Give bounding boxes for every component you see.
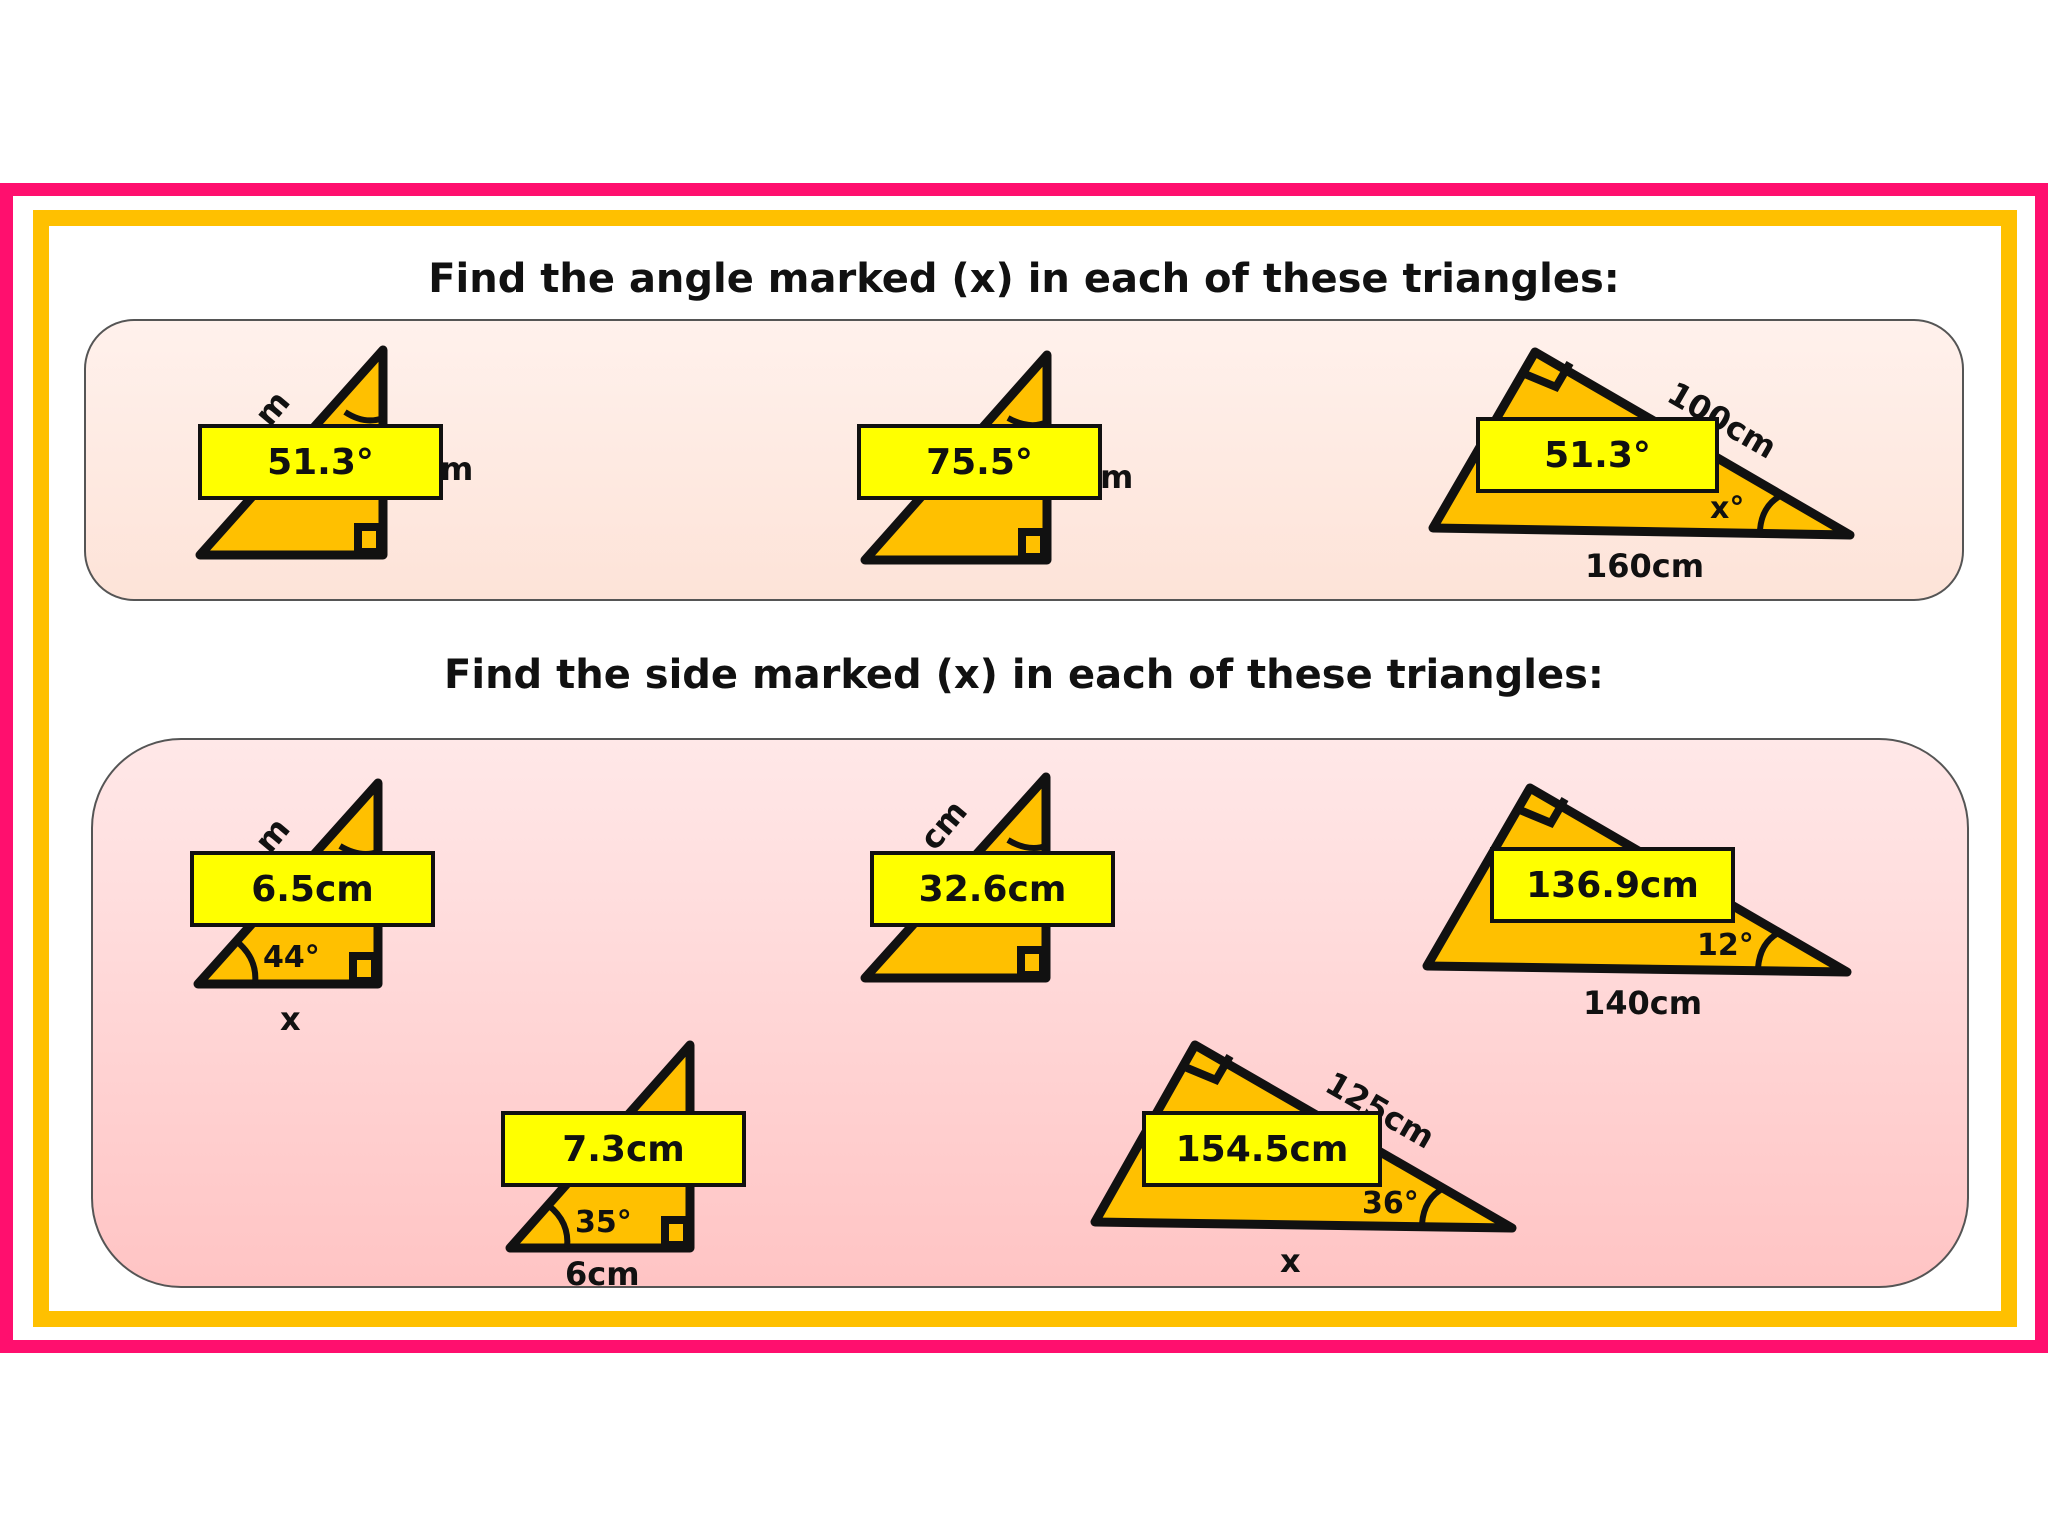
label-base-s3: 140cm — [1583, 984, 1702, 1022]
answer-box-a2[interactable]: 75.5° — [857, 424, 1102, 500]
label-angle-s1: 44° — [263, 940, 320, 975]
sides-heading: Find the side marked (x) in each of thes… — [444, 652, 1604, 698]
right-angle-marker — [1513, 796, 1569, 829]
right-angle-marker — [354, 523, 384, 556]
right-angle-marker — [1518, 360, 1574, 393]
label-angle-s3: 12° — [1697, 928, 1754, 963]
angle-arc — [233, 937, 259, 985]
label-angle-s5: 36° — [1362, 1186, 1419, 1221]
label-side-a2: m — [1100, 458, 1133, 496]
label-side-a1: m — [440, 450, 473, 488]
right-angle-marker — [349, 952, 379, 985]
right-angle-marker — [661, 1216, 691, 1249]
label-hyp-s2: cm — [912, 793, 975, 857]
label-angle-a3: x° — [1710, 491, 1744, 526]
angle-arc — [1419, 1185, 1446, 1225]
angle-arc — [1006, 837, 1047, 851]
answer-box-a3[interactable]: 51.3° — [1476, 417, 1719, 493]
right-angle-marker — [1178, 1053, 1234, 1086]
answer-box-s4[interactable]: 7.3cm — [501, 1111, 746, 1187]
label-angle-s4: 35° — [575, 1205, 632, 1240]
label-base-s1: x — [280, 1000, 301, 1038]
angle-arc — [1757, 492, 1784, 531]
answer-box-a1[interactable]: 51.3° — [198, 424, 443, 500]
answer-box-s3[interactable]: 136.9cm — [1490, 847, 1735, 923]
label-base-a3: 160cm — [1585, 547, 1704, 585]
label-base-s5: x — [1280, 1242, 1301, 1280]
answer-box-s2[interactable]: 32.6cm — [870, 851, 1115, 927]
angle-arc — [1755, 929, 1782, 969]
answer-box-s1[interactable]: 6.5cm — [190, 851, 435, 927]
right-angle-marker — [1017, 946, 1047, 979]
angles-heading: Find the angle marked (x) in each of the… — [428, 256, 1620, 302]
angle-arc — [546, 1202, 571, 1249]
label-base-s4: 6cm — [565, 1255, 640, 1293]
angle-arc — [343, 409, 385, 424]
right-angle-marker — [1018, 528, 1048, 561]
answer-box-s5[interactable]: 154.5cm — [1142, 1111, 1382, 1187]
